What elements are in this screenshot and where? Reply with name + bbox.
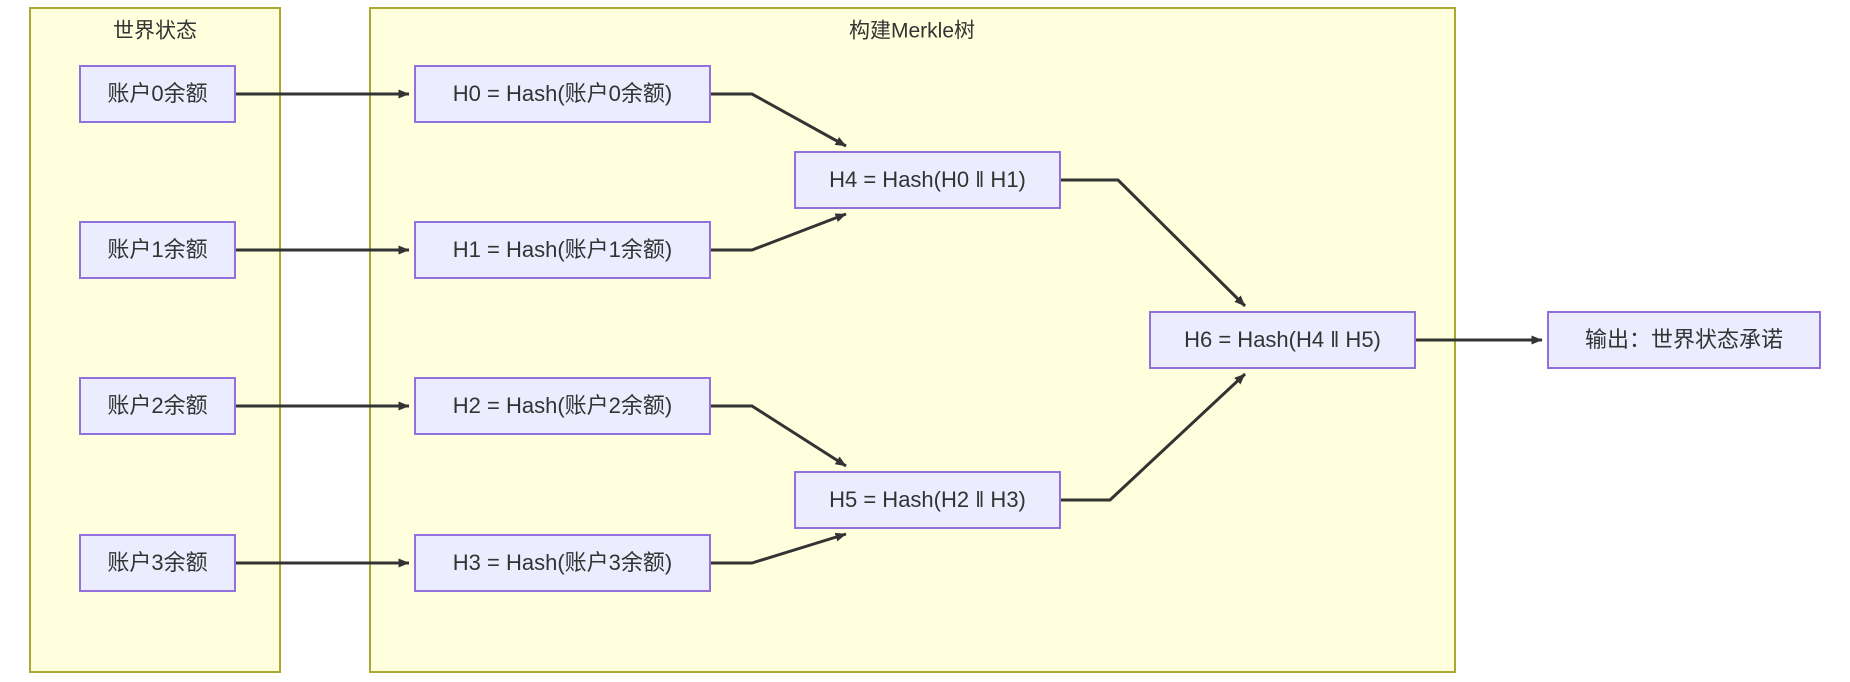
node-h2[interactable]: H2 = Hash(账户2余额) [414, 377, 711, 435]
node-output-world-state-commitment[interactable]: 输出：世界状态承诺 [1547, 311, 1821, 369]
node-account3[interactable]: 账户3余额 [79, 534, 236, 592]
node-account0[interactable]: 账户0余额 [79, 65, 236, 123]
node-account3-rect[interactable] [79, 534, 236, 592]
node-h3[interactable]: H3 = Hash(账户3余额) [414, 534, 711, 592]
node-h5-rect[interactable] [794, 471, 1061, 529]
node-account2-label: 账户2余额 [107, 393, 207, 418]
node-account0-label: 账户0余额 [107, 81, 207, 106]
node-account2[interactable]: 账户2余额 [79, 377, 236, 435]
node-h3-rect[interactable] [414, 534, 711, 592]
node-h5[interactable]: H5 = Hash(H2 ǁ H3) [794, 471, 1061, 529]
node-h2-label: H2 = Hash(账户2余额) [453, 393, 672, 418]
node-h5-label: H5 = Hash(H2 ǁ H3) [829, 487, 1026, 512]
cluster-merkle-tree-label: 构建Merkle树 [849, 20, 975, 43]
edge-h5-to-h6 [1060, 372, 1247, 502]
edge-h1-to-h4 [710, 212, 847, 252]
node-h6-label: H6 = Hash(H4 ǁ H5) [1184, 327, 1381, 352]
node-output-label: 输出：世界状态承诺 [1585, 327, 1783, 352]
node-account2-rect[interactable] [79, 377, 236, 435]
node-h1[interactable]: H1 = Hash(账户1余额) [414, 221, 711, 279]
node-h4[interactable]: H4 = Hash(H0 ǁ H1) [794, 151, 1061, 209]
node-h0[interactable]: H0 = Hash(账户0余额) [414, 65, 711, 123]
node-h6-rect[interactable] [1149, 311, 1416, 369]
node-h2-rect[interactable] [414, 377, 711, 435]
edge-h3-to-h5 [710, 532, 847, 565]
node-h1-rect[interactable] [414, 221, 711, 279]
node-account3-label: 账户3余额 [107, 550, 207, 575]
node-account0-rect[interactable] [79, 65, 236, 123]
node-h6[interactable]: H6 = Hash(H4 ǁ H5) [1149, 311, 1416, 369]
edge-h2-to-h5 [710, 404, 847, 468]
node-h0-label: H0 = Hash(账户0余额) [453, 81, 672, 106]
node-account1[interactable]: 账户1余额 [79, 221, 236, 279]
node-h4-label: H4 = Hash(H0 ǁ H1) [829, 167, 1026, 192]
node-h1-label: H1 = Hash(账户1余额) [453, 237, 672, 262]
edge-h0-to-h4 [710, 92, 847, 148]
node-h4-rect[interactable] [794, 151, 1061, 209]
node-h0-rect[interactable] [414, 65, 711, 123]
node-account1-rect[interactable] [79, 221, 236, 279]
cluster-world-state-label: 世界状态 [113, 20, 197, 43]
node-account1-label: 账户1余额 [107, 237, 207, 262]
node-h3-label: H3 = Hash(账户3余额) [453, 550, 672, 575]
node-output-rect[interactable] [1547, 311, 1821, 369]
edge-h4-to-h6 [1060, 178, 1247, 308]
